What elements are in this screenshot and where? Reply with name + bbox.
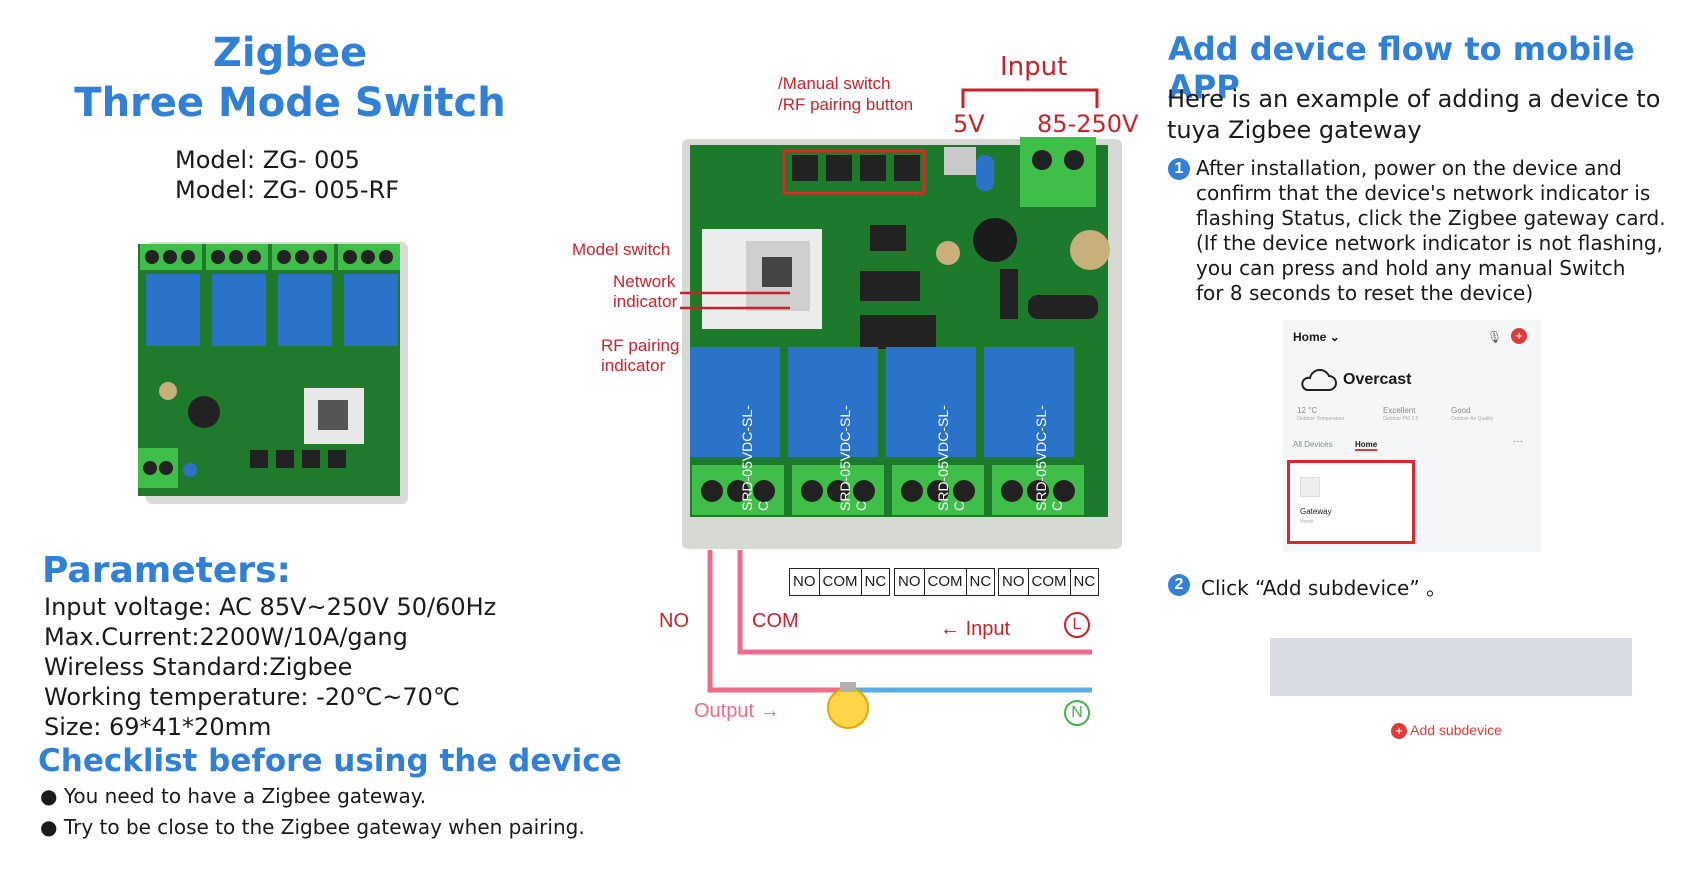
home-dropdown[interactable]: Home ⌄ bbox=[1293, 330, 1340, 344]
checklist-item-2-text: Try to be close to the Zigbee gateway wh… bbox=[63, 815, 585, 839]
terminal-no: NO bbox=[999, 569, 1029, 595]
app-screenshot: Home ⌄ 🎙 + Overcast 12 °C Outdoor Temper… bbox=[1283, 320, 1541, 552]
live-terminal-badge: L bbox=[1064, 612, 1090, 638]
gateway-room: Home bbox=[1300, 519, 1314, 525]
input-bracket bbox=[961, 88, 1099, 108]
checklist-item-1: ● You need to have a Zigbee gateway. bbox=[40, 784, 426, 808]
terminal-no: NO bbox=[790, 569, 820, 595]
step-1-line-6: for 8 seconds to reset the device) bbox=[1196, 281, 1534, 305]
wire-output-label: Output → bbox=[694, 700, 780, 723]
checklist-item-2: ● Try to be close to the Zigbee gateway … bbox=[40, 815, 585, 839]
model-number-1: Model: ZG- 005 bbox=[175, 146, 360, 174]
wire-input-text: Input bbox=[965, 618, 1011, 640]
temp-caption: Outdoor Temperature bbox=[1297, 416, 1345, 422]
product-photo-small bbox=[138, 242, 408, 504]
air-value: Good bbox=[1451, 406, 1471, 415]
parameter-size: Size: 69*41*20mm bbox=[44, 713, 272, 741]
network-indicator-label-1: Network bbox=[613, 272, 676, 291]
step-2-badge: 2 bbox=[1168, 574, 1190, 596]
terminal-labels-2: NO COM NC bbox=[894, 568, 996, 596]
cloud-icon bbox=[1301, 368, 1337, 391]
relay-label-1: SRD-05VDC-SL-C bbox=[739, 405, 771, 511]
add-subdevice-label: Add subdevice bbox=[1410, 722, 1502, 738]
model-switch-label: Model switch bbox=[572, 240, 671, 259]
terminal-no: NO bbox=[895, 569, 925, 595]
neutral-terminal-badge: N bbox=[1064, 700, 1090, 726]
input-85-250v-label: 85-250V bbox=[1037, 110, 1139, 138]
wire-no-label: NO bbox=[659, 610, 689, 632]
intro-line-2: tuya Zigbee gateway bbox=[1167, 116, 1422, 144]
terminal-com: COM bbox=[1029, 569, 1071, 595]
input-5v-label: 5V bbox=[953, 110, 985, 138]
step-1-line-5: you can press and hold any manual Switch bbox=[1196, 256, 1626, 280]
pm-value: Excellent bbox=[1383, 406, 1416, 415]
parameter-wireless: Wireless Standard:Zigbee bbox=[44, 653, 353, 681]
gateway-label: Gateway bbox=[1300, 507, 1332, 516]
relay-board-diagram bbox=[680, 137, 1122, 549]
tab-all-devices[interactable]: All Devices bbox=[1293, 440, 1333, 449]
add-subdevice-button[interactable]: + Add subdevice bbox=[1391, 722, 1502, 739]
checklist-item-1-text: You need to have a Zigbee gateway. bbox=[63, 784, 427, 808]
terminal-labels-1: NO COM NC bbox=[789, 568, 891, 596]
gateway-card[interactable]: Gateway Home bbox=[1287, 460, 1415, 544]
arrow-left-icon: ← bbox=[940, 618, 960, 640]
more-icon[interactable]: ··· bbox=[1513, 436, 1523, 447]
step-1-text: After installation, power on the device … bbox=[1196, 156, 1666, 306]
parameters-title: Parameters: bbox=[42, 550, 291, 591]
step-1-line-2: confirm that the device's network indica… bbox=[1196, 181, 1651, 205]
model-number-2: Model: ZG- 005-RF bbox=[175, 176, 400, 204]
step-1-line-3: flashing Status, click the Zigbee gatewa… bbox=[1196, 206, 1666, 230]
parameter-input-voltage: Input voltage: AC 85V~250V 50/60Hz bbox=[44, 593, 497, 621]
wire-com-label: COM bbox=[752, 610, 799, 632]
terminal-nc: NC bbox=[1073, 573, 1096, 590]
terminal-com: COM bbox=[925, 569, 967, 595]
checklist-title: Checklist before using the device bbox=[38, 743, 622, 779]
rf-pairing-button-label: /RF pairing button bbox=[778, 95, 914, 114]
air-caption: Outdoor Air Quality bbox=[1451, 416, 1494, 422]
intro-line-1: Here is an example of adding a device to bbox=[1167, 85, 1661, 113]
step-1-line-4: (If the device network indicator is not … bbox=[1196, 231, 1663, 255]
terminal-com: COM bbox=[820, 569, 862, 595]
gateway-device-icon bbox=[1300, 477, 1320, 497]
bullet-icon: ● bbox=[40, 784, 58, 808]
gray-placeholder-panel bbox=[1270, 638, 1632, 696]
wiring-lines bbox=[707, 550, 1092, 729]
pm-caption: Outdoor PM 2.5 bbox=[1383, 416, 1419, 422]
add-icon[interactable]: + bbox=[1511, 328, 1527, 344]
home-dropdown-label: Home bbox=[1293, 330, 1327, 344]
rf-indicator-label-1: RF pairing bbox=[601, 336, 680, 355]
arrow-right-icon: → bbox=[759, 700, 780, 722]
wire-output-text: Output bbox=[694, 700, 755, 722]
relay-label-3: SRD-05VDC-SL-C bbox=[935, 405, 967, 511]
terminal-labels-3: NO COM NC bbox=[998, 568, 1100, 596]
step-1-line-1: After installation, power on the device … bbox=[1196, 156, 1622, 180]
step-2-text: Click “Add subdevice” 。 bbox=[1201, 576, 1447, 600]
bullet-icon: ● bbox=[40, 815, 58, 839]
temp-value: 12 °C bbox=[1297, 406, 1318, 415]
chevron-down-icon: ⌄ bbox=[1329, 330, 1340, 344]
tab-home[interactable]: Home bbox=[1355, 440, 1378, 451]
input-label: Input bbox=[1000, 52, 1068, 82]
parameters-list: Input voltage: AC 85V~250V 50/60Hz Max.C… bbox=[44, 592, 496, 742]
manual-switch-label: /Manual switch bbox=[778, 74, 891, 93]
add-circle-icon: + bbox=[1391, 723, 1407, 739]
rf-indicator-label-2: indicator bbox=[601, 356, 666, 375]
wire-input-label: ← Input bbox=[940, 618, 1010, 641]
terminal-nc: NC bbox=[864, 573, 887, 590]
weather-label: Overcast bbox=[1343, 371, 1412, 388]
step-1-badge: 1 bbox=[1168, 158, 1190, 180]
microphone-icon[interactable]: 🎙 bbox=[1487, 330, 1503, 344]
network-indicator-label-2: indicator bbox=[613, 292, 678, 311]
parameter-temperature: Working temperature: -20℃~70℃ bbox=[44, 683, 460, 711]
terminal-nc: NC bbox=[969, 573, 992, 590]
relay-label-2: SRD-05VDC-SL-C bbox=[837, 405, 869, 511]
product-title-line1: Zigbee bbox=[212, 30, 368, 76]
relay-label-4: SRD-05VDC-SL-C bbox=[1033, 405, 1065, 511]
parameter-max-current: Max.Current:2200W/10A/gang bbox=[44, 623, 408, 651]
app-flow-title: Add device flow to mobile APP bbox=[1168, 30, 1635, 106]
product-title-line2: Three Mode Switch bbox=[74, 80, 506, 126]
